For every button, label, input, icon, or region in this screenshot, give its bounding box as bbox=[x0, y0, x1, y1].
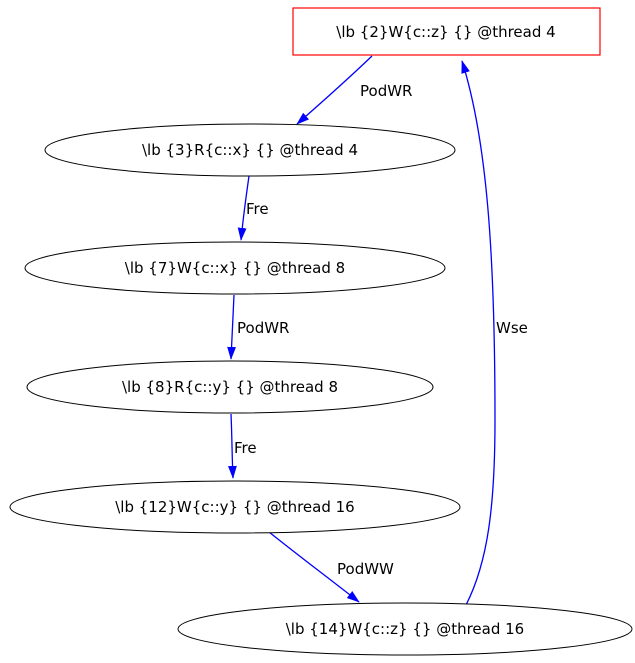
node-2-w-cz-thread4: \lb {2}W{c::z} {} @thread 4 bbox=[292, 7, 601, 56]
edge-8-to-12 bbox=[228, 413, 237, 479]
node-8-label: \lb {8}R{c::y} {} @thread 8 bbox=[122, 378, 338, 396]
edge-label-podww: PodWW bbox=[337, 560, 394, 578]
node-12-ellipse bbox=[9, 480, 461, 534]
node-7-ellipse bbox=[24, 241, 446, 295]
edge-3-to-7 bbox=[237, 175, 250, 241]
edge-label-fre-2: Fre bbox=[234, 439, 257, 457]
edge-14-to-2 bbox=[461, 60, 496, 606]
node-8-ellipse bbox=[26, 360, 434, 414]
node-14-ellipse bbox=[177, 602, 633, 656]
node-3-label: \lb {3}R{c::x} {} @thread 4 bbox=[142, 141, 358, 159]
edge-label-wse: Wse bbox=[496, 319, 528, 337]
edge-label-fre-1: Fre bbox=[246, 200, 269, 218]
edge-group bbox=[227, 55, 496, 606]
node-14-w-cz-thread16: \lb {14}W{c::z} {} @thread 16 bbox=[177, 602, 633, 656]
edge-2-to-3 bbox=[296, 55, 373, 125]
edge-7-to-8 bbox=[227, 294, 236, 360]
edge-12-to-14 bbox=[268, 531, 360, 603]
edge-label-group: PodWR Fre PodWR Fre PodWW Wse bbox=[234, 82, 528, 578]
node-2-box bbox=[292, 7, 601, 56]
node-7-w-cx-thread8: \lb {7}W{c::x} {} @thread 8 bbox=[24, 241, 446, 295]
node-12-w-cy-thread16: \lb {12}W{c::y} {} @thread 16 bbox=[9, 480, 461, 534]
edge-label-podwr-2: PodWR bbox=[237, 319, 289, 337]
node-8-r-cy-thread8: \lb {8}R{c::y} {} @thread 8 bbox=[26, 360, 434, 414]
node-3-ellipse bbox=[44, 123, 456, 177]
node-7-label: \lb {7}W{c::x} {} @thread 8 bbox=[125, 259, 345, 277]
node-3-r-cx-thread4: \lb {3}R{c::x} {} @thread 4 bbox=[44, 123, 456, 177]
edge-label-podwr-1: PodWR bbox=[360, 82, 412, 100]
node-12-label: \lb {12}W{c::y} {} @thread 16 bbox=[115, 498, 354, 516]
node-14-label: \lb {14}W{c::z} {} @thread 16 bbox=[286, 620, 524, 638]
node-2-label: \lb {2}W{c::z} {} @thread 4 bbox=[336, 23, 555, 41]
